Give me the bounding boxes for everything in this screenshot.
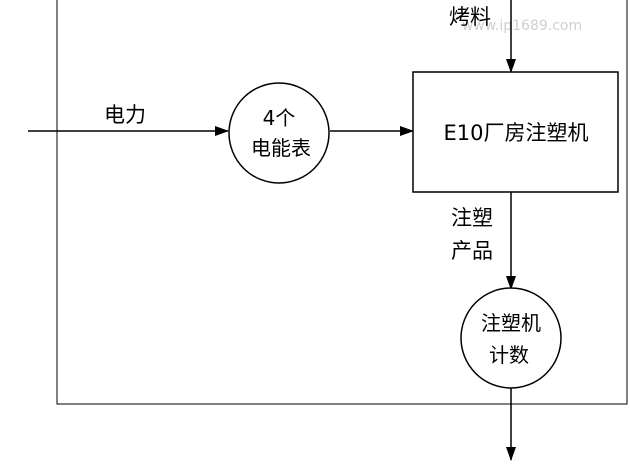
watermark: www.ip1689.com bbox=[462, 18, 582, 34]
machine-node bbox=[412, 71, 619, 193]
product-label-line1: 注塑 bbox=[451, 206, 493, 230]
power-label: 电力 bbox=[104, 103, 146, 127]
counter-node-line1: 注塑机 bbox=[481, 311, 541, 335]
feed-label: 烤料 bbox=[449, 5, 491, 29]
meter-node-line2: 电能表 bbox=[251, 136, 311, 160]
product-label-line2: 产品 bbox=[451, 239, 493, 263]
counter-node bbox=[460, 287, 562, 389]
machine-node-label: E10厂房注塑机 bbox=[444, 121, 589, 145]
meter-node bbox=[228, 82, 330, 184]
meter-node-line1: 4个 bbox=[263, 106, 296, 130]
boundary-frame bbox=[56, 0, 628, 405]
counter-node-line2: 计数 bbox=[489, 343, 529, 367]
